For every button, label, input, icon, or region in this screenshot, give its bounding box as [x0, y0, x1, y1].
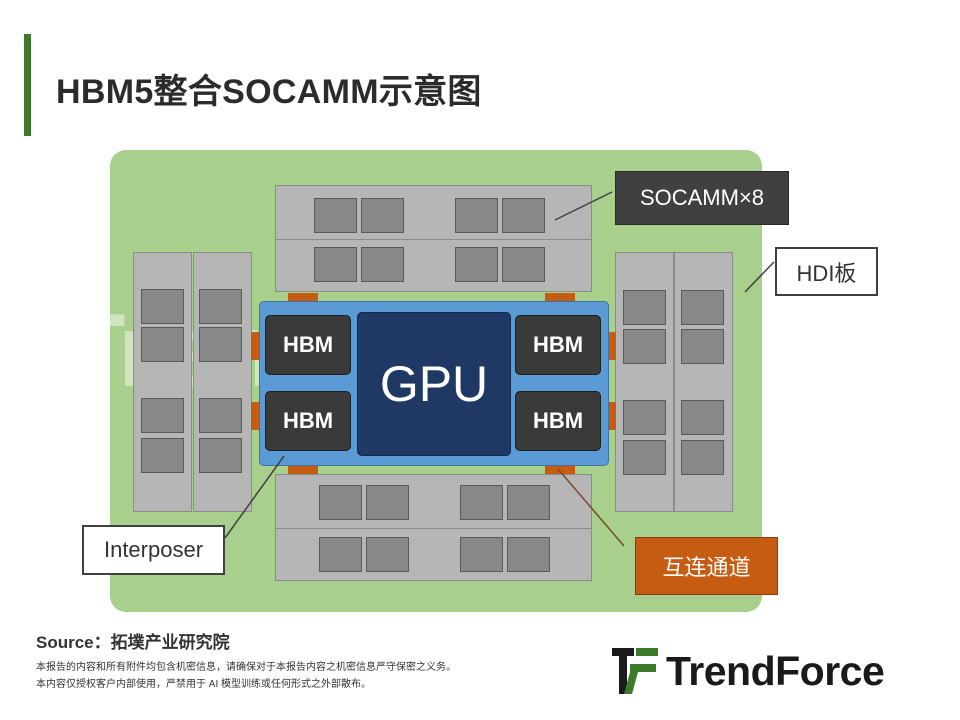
dram-chip [314, 198, 357, 233]
dram-chip [681, 400, 724, 435]
dram-chip [141, 438, 184, 473]
dram-chip [502, 247, 545, 282]
disclaimer-line-2: 本内容仅授权客户内部使用，严禁用于 AI 模型训练或任何形式之外部散布。 [36, 679, 372, 690]
disclaimer-line-1: 本报告的内容和所有附件均包含机密信息，请确保对于本报告内容之机密信息严守保密之义… [36, 662, 456, 673]
trendforce-logo: TrendForce [612, 648, 932, 694]
gpu-die: GPU [357, 312, 511, 456]
trendforce-logo-mark [612, 648, 658, 694]
title-accent-bar [24, 34, 31, 136]
interconnect-channel [545, 465, 575, 474]
dram-chip [314, 247, 357, 282]
source-note: Source：拓墣产业研究院 [36, 633, 230, 652]
interposer-callout: Interposer [82, 525, 225, 575]
dram-chip [681, 440, 724, 475]
hdi-board-callout: HDI板 [775, 247, 878, 296]
dram-chip [141, 289, 184, 324]
dram-chip [507, 485, 550, 520]
dram-chip [141, 327, 184, 362]
dram-chip [507, 537, 550, 572]
socamm-callout: SOCAMM×8 [615, 171, 789, 225]
dram-chip [681, 329, 724, 364]
dram-chip [681, 290, 724, 325]
interconnect-channel [608, 402, 616, 430]
dram-chip [366, 485, 409, 520]
interconnect-channel [608, 332, 616, 360]
dram-chip [455, 247, 498, 282]
dram-chip [199, 438, 242, 473]
dram-chip [623, 400, 666, 435]
interconnect-channel [545, 293, 575, 302]
hbm-stack-bottom-right: HBM [515, 391, 601, 451]
dram-chip [460, 537, 503, 572]
interconnect-channel [288, 465, 318, 474]
dram-chip [455, 198, 498, 233]
hbm-stack-top-right: HBM [515, 315, 601, 375]
dram-chip [361, 247, 404, 282]
hbm-stack-bottom-left: HBM [265, 391, 351, 451]
dram-chip [199, 398, 242, 433]
dram-chip [319, 485, 362, 520]
dram-chip [361, 198, 404, 233]
dram-chip [623, 290, 666, 325]
hbm-stack-top-left: HBM [265, 315, 351, 375]
dram-chip [623, 440, 666, 475]
dram-chip [199, 289, 242, 324]
interconnect-channel [288, 293, 318, 302]
logo-wordmark: TrendForce [666, 648, 885, 694]
page-title: HBM5整合SOCAMM示意图 [56, 73, 482, 111]
interconnect-channel [251, 332, 260, 360]
interconnect-channel-callout: 互连通道 [635, 537, 778, 595]
dram-chip [623, 329, 666, 364]
dram-chip [199, 327, 242, 362]
interconnect-channel [251, 402, 260, 430]
dram-chip [319, 537, 362, 572]
dram-chip [141, 398, 184, 433]
dram-chip [502, 198, 545, 233]
dram-chip [460, 485, 503, 520]
dram-chip [366, 537, 409, 572]
